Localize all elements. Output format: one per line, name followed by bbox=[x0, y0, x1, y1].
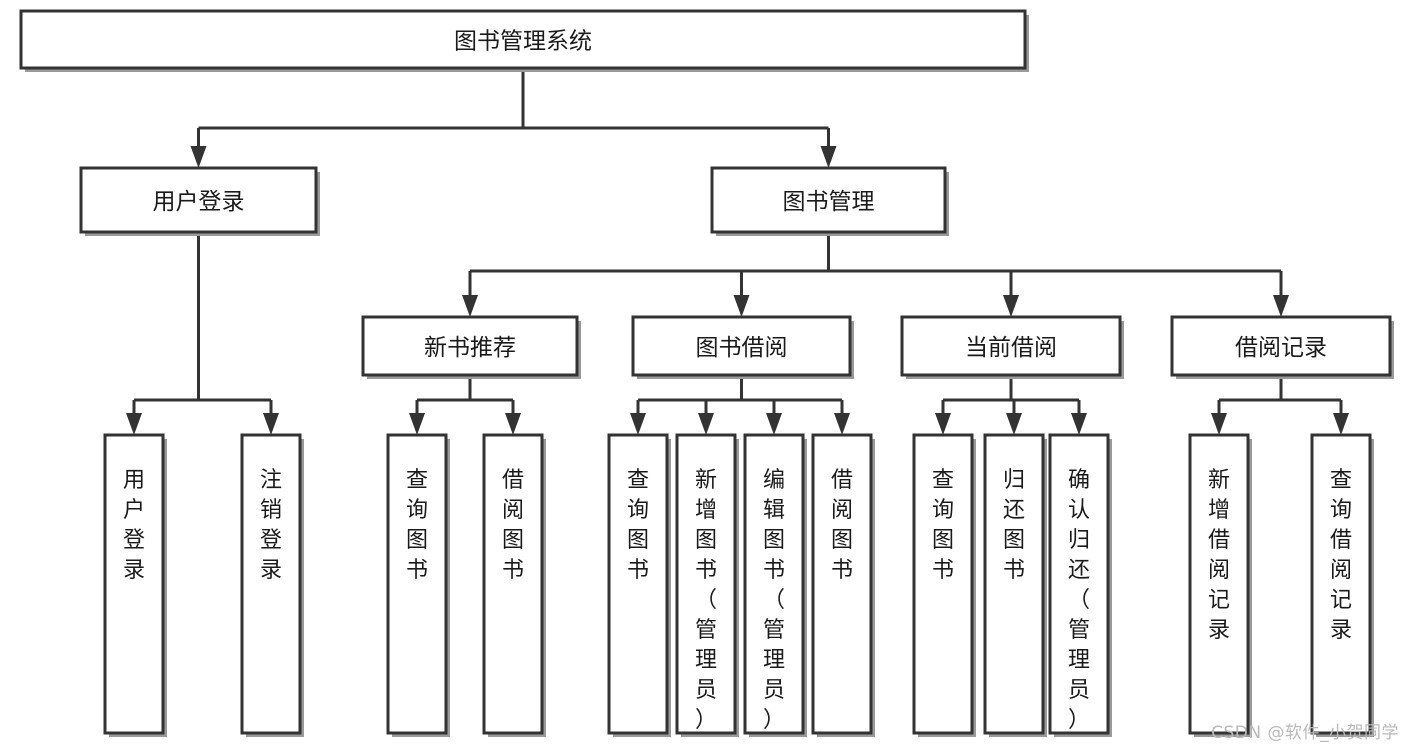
node-label: 借阅记录 bbox=[1235, 335, 1327, 361]
node-rect[interactable] bbox=[79, 166, 318, 234]
node-rect[interactable] bbox=[983, 433, 1045, 735]
arrow-head bbox=[505, 413, 521, 435]
node-label: 用户登录 bbox=[123, 468, 145, 583]
node-rect[interactable] bbox=[103, 433, 165, 735]
node-add-borrow-record[interactable]: 新增借阅记录 bbox=[1188, 433, 1252, 737]
node-new-book-recommend[interactable]: 新书推荐 bbox=[361, 315, 581, 379]
node-query-borrow-record[interactable]: 查询借阅记录 bbox=[1310, 433, 1374, 737]
node-label: 查询图书 bbox=[627, 468, 649, 583]
node-query-book-3[interactable]: 查询图书 bbox=[912, 433, 976, 737]
arrow-head bbox=[1003, 295, 1019, 317]
node-rect[interactable] bbox=[1170, 315, 1392, 377]
node-rect[interactable] bbox=[1048, 433, 1110, 735]
node-label: 查询图书 bbox=[406, 468, 428, 583]
node-book-manage[interactable]: 图书管理 bbox=[710, 166, 949, 236]
node-layer: 图书管理系统用户登录用户登录注销登录图书管理新书推荐查询图书借阅图书图书借阅查询… bbox=[19, 9, 1394, 737]
node-edit-book-admin[interactable]: 编辑图书（管理员） bbox=[743, 433, 807, 737]
arrow-head bbox=[834, 413, 850, 435]
arrow-head bbox=[1333, 413, 1349, 435]
arrow-head bbox=[766, 413, 782, 435]
node-user-logout-leaf[interactable]: 注销登录 bbox=[240, 433, 304, 737]
arrow-head bbox=[1006, 413, 1022, 435]
node-user-login[interactable]: 用户登录 bbox=[79, 166, 320, 236]
node-rect[interactable] bbox=[386, 433, 448, 735]
node-rect[interactable] bbox=[675, 433, 737, 735]
arrow-head bbox=[190, 146, 207, 168]
arrow-head bbox=[1211, 413, 1227, 435]
node-borrow-book-2[interactable]: 借阅图书 bbox=[811, 433, 875, 737]
node-rect[interactable] bbox=[19, 9, 1027, 70]
arrow-head bbox=[935, 413, 951, 435]
node-label: 当前借阅 bbox=[965, 335, 1057, 361]
node-rect[interactable] bbox=[743, 433, 805, 735]
node-query-book-1[interactable]: 查询图书 bbox=[386, 433, 450, 737]
node-rect[interactable] bbox=[240, 433, 302, 735]
node-rect[interactable] bbox=[607, 433, 669, 735]
node-rect[interactable] bbox=[631, 315, 852, 377]
node-query-book-2[interactable]: 查询图书 bbox=[607, 433, 671, 737]
node-label: 借阅图书 bbox=[831, 468, 853, 583]
node-add-book-admin[interactable]: 新增图书（管理员） bbox=[675, 433, 739, 737]
arrow-head bbox=[630, 413, 646, 435]
node-user-login-leaf[interactable]: 用户登录 bbox=[103, 433, 167, 737]
node-rect[interactable] bbox=[811, 433, 873, 735]
node-label: 用户登录 bbox=[153, 189, 245, 215]
node-label: 注销登录 bbox=[260, 468, 282, 583]
arrow-head bbox=[1071, 413, 1087, 435]
node-label: 确认归还（管理员） bbox=[1068, 468, 1090, 733]
node-return-book[interactable]: 归还图书 bbox=[983, 433, 1047, 737]
node-label: 图书管理系统 bbox=[454, 29, 592, 55]
arrow-head bbox=[263, 413, 279, 435]
node-book-borrow[interactable]: 图书借阅 bbox=[631, 315, 854, 379]
node-rect[interactable] bbox=[1310, 433, 1372, 735]
node-confirm-return-admin[interactable]: 确认归还（管理员） bbox=[1048, 433, 1112, 737]
node-label: 借阅图书 bbox=[502, 468, 524, 583]
node-label: 编辑图书（管理员） bbox=[763, 468, 785, 733]
node-rect[interactable] bbox=[1188, 433, 1250, 735]
node-root[interactable]: 图书管理系统 bbox=[19, 9, 1029, 72]
arrow-head bbox=[733, 295, 750, 317]
edge-layer bbox=[126, 68, 1349, 435]
node-rect[interactable] bbox=[361, 315, 579, 377]
node-label: 查询借阅记录 bbox=[1330, 468, 1352, 643]
node-label: 新增借阅记录 bbox=[1208, 468, 1230, 643]
node-borrow-book-1[interactable]: 借阅图书 bbox=[482, 433, 546, 737]
node-label: 图书管理 bbox=[783, 189, 875, 215]
arrow-head bbox=[1273, 295, 1289, 317]
arrow-head bbox=[698, 413, 714, 435]
arrow-head bbox=[820, 146, 837, 168]
node-rect[interactable] bbox=[912, 433, 974, 735]
node-current-borrow[interactable]: 当前借阅 bbox=[900, 315, 1124, 379]
node-label: 新增图书（管理员） bbox=[695, 468, 717, 733]
node-label: 新书推荐 bbox=[424, 335, 516, 361]
node-rect[interactable] bbox=[482, 433, 544, 735]
arrow-head bbox=[126, 413, 142, 435]
node-label: 图书借阅 bbox=[696, 335, 788, 361]
arrow-head bbox=[409, 413, 425, 435]
arrow-head bbox=[462, 295, 478, 317]
node-label: 查询图书 bbox=[932, 468, 954, 583]
node-label: 归还图书 bbox=[1003, 468, 1025, 583]
node-rect[interactable] bbox=[710, 166, 947, 234]
node-borrow-record[interactable]: 借阅记录 bbox=[1170, 315, 1394, 379]
node-rect[interactable] bbox=[900, 315, 1122, 377]
